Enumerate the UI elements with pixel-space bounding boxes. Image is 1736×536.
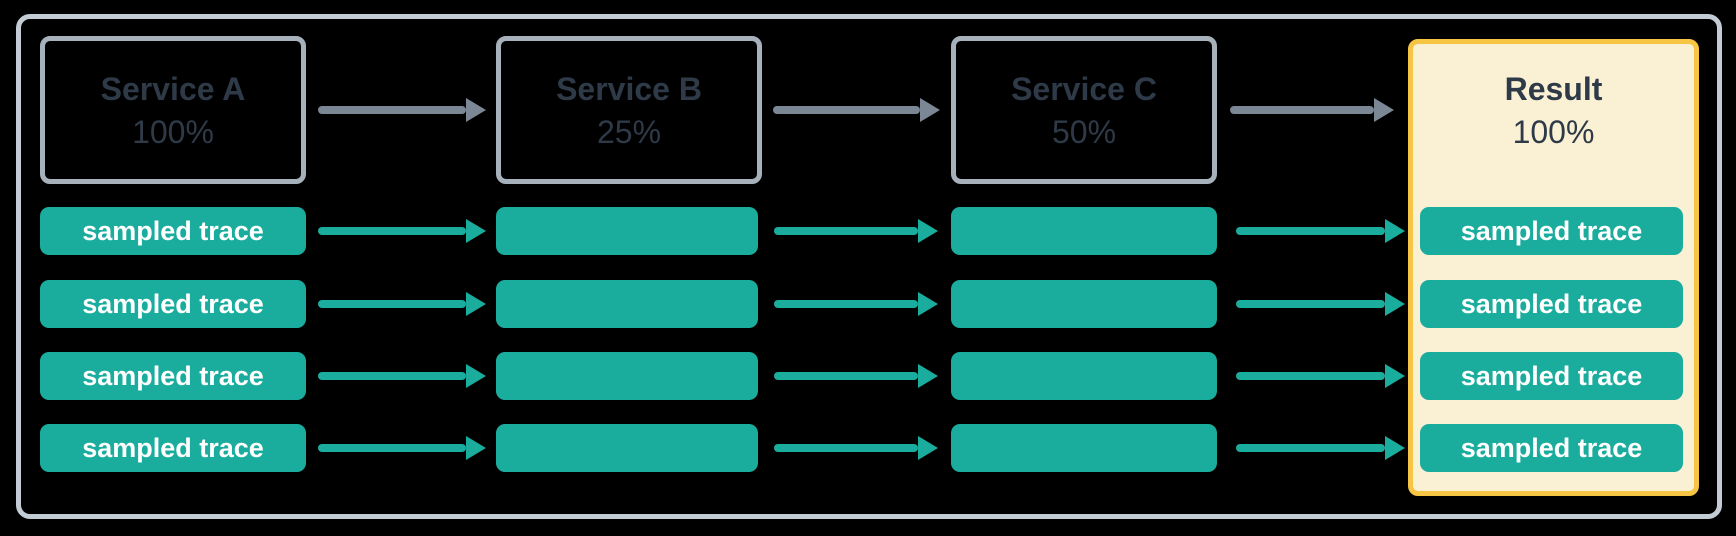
service-a-trace-2: sampled trace: [40, 280, 306, 328]
arrow-gray-b-to-c: [773, 98, 940, 122]
arrow-head-icon: [1385, 292, 1405, 316]
service-c-trace-3: [951, 352, 1217, 400]
service-b-rate: 25%: [596, 113, 662, 150]
arrow-head-icon: [918, 364, 938, 388]
arrow-teal-row4-gap2: [774, 436, 938, 460]
result-rate: 100%: [1512, 114, 1595, 150]
service-c-title: Service C: [1011, 70, 1157, 107]
result-trace-2: sampled trace: [1420, 280, 1683, 328]
service-a-box: Service A 100%: [40, 36, 306, 184]
arrow-head-icon: [1385, 436, 1405, 460]
service-c-box: Service C 50%: [951, 36, 1217, 184]
arrow-teal-row3-gap2: [774, 364, 938, 388]
arrow-teal-row1-gap1: [318, 219, 486, 243]
arrow-teal-row1-gap3: [1236, 219, 1405, 243]
arrow-head-icon: [466, 436, 486, 460]
arrow-teal-row2-gap2: [774, 292, 938, 316]
service-b-trace-2: [496, 280, 758, 328]
service-b-title: Service B: [556, 70, 702, 107]
diagram-frame: [16, 14, 1722, 519]
result-trace-3: sampled trace: [1420, 352, 1683, 400]
arrow-gray-c-to-result: [1230, 98, 1394, 122]
arrow-head-icon: [466, 98, 486, 122]
service-a-title: Service A: [100, 70, 246, 107]
service-c-trace-1: [951, 207, 1217, 255]
arrow-teal-row1-gap2: [774, 219, 938, 243]
arrow-teal-row4-gap3: [1236, 436, 1405, 460]
arrow-head-icon: [920, 98, 940, 122]
service-a-rate: 100%: [132, 113, 214, 150]
result-title: Result: [1504, 71, 1603, 107]
service-b-trace-4: [496, 424, 758, 472]
arrow-head-icon: [1385, 219, 1405, 243]
service-a-trace-4: sampled trace: [40, 424, 306, 472]
arrow-teal-row3-gap1: [318, 364, 486, 388]
arrow-head-icon: [466, 292, 486, 316]
service-a-trace-1: sampled trace: [40, 207, 306, 255]
arrow-head-icon: [918, 292, 938, 316]
service-a-trace-3: sampled trace: [40, 352, 306, 400]
service-b-trace-1: [496, 207, 758, 255]
arrow-gray-a-to-b: [318, 98, 486, 122]
arrow-head-icon: [918, 219, 938, 243]
service-c-trace-2: [951, 280, 1217, 328]
arrow-head-icon: [918, 436, 938, 460]
service-b-trace-3: [496, 352, 758, 400]
service-b-box: Service B 25%: [496, 36, 762, 184]
result-trace-4: sampled trace: [1420, 424, 1683, 472]
result-trace-1: sampled trace: [1420, 207, 1683, 255]
arrow-teal-row4-gap1: [318, 436, 486, 460]
result-box: Result 100% sampled trace sampled trace …: [1408, 39, 1699, 496]
arrow-teal-row3-gap3: [1236, 364, 1405, 388]
arrow-head-icon: [1374, 98, 1394, 122]
arrow-head-icon: [1385, 364, 1405, 388]
service-c-rate: 50%: [1051, 113, 1117, 150]
arrow-head-icon: [466, 219, 486, 243]
arrow-head-icon: [466, 364, 486, 388]
arrow-teal-row2-gap3: [1236, 292, 1405, 316]
service-c-trace-4: [951, 424, 1217, 472]
arrow-teal-row2-gap1: [318, 292, 486, 316]
